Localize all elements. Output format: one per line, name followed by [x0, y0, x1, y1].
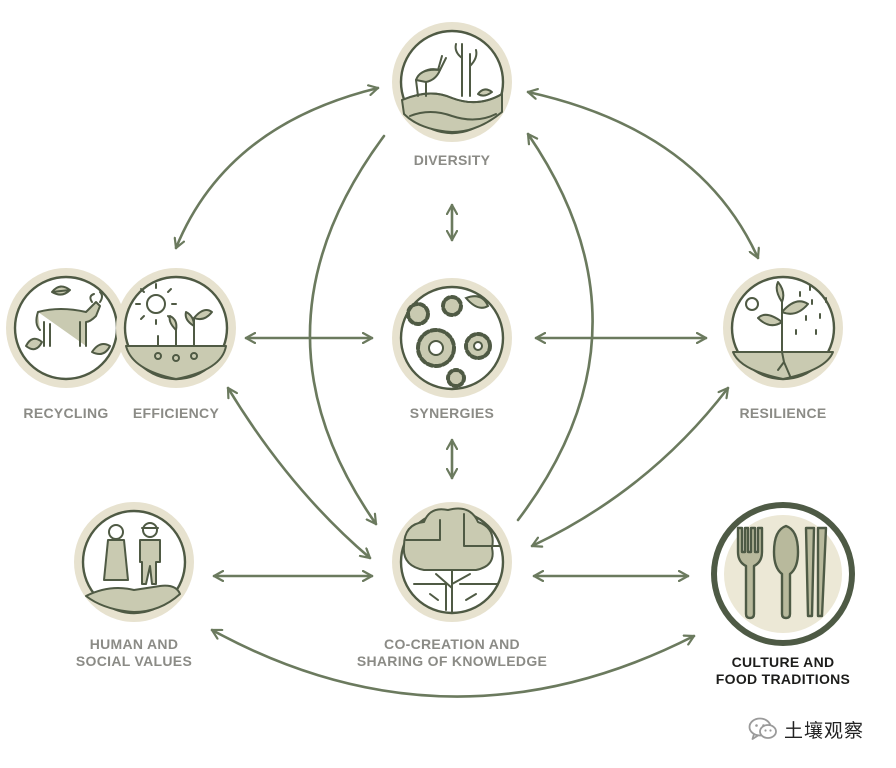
arrow-efficiency-co-creation — [226, 386, 372, 560]
node-efficiency — [116, 268, 236, 388]
arrow-co-creation-resilience — [530, 386, 730, 546]
label-diversity-line-1: DIVERSITY — [413, 152, 491, 168]
people-hand-icon — [85, 522, 181, 613]
node-synergies — [392, 278, 512, 398]
label-synergies: SYNERGIES — [382, 405, 522, 422]
arrow-diversity-resilience — [526, 92, 758, 260]
label-resilience: RESILIENCE — [713, 405, 853, 422]
sun-seedlings-icon — [125, 283, 227, 380]
cow-leaves-icon — [25, 285, 111, 355]
label-human-social-values: HUMAN AND SOCIAL VALUES — [54, 636, 214, 670]
wechat-icon — [748, 717, 777, 740]
node-resilience — [723, 268, 843, 388]
arrow-diversity-recycling — [176, 88, 380, 250]
label-efficiency: EFFICIENCY — [118, 405, 234, 422]
watermark-text: 土壤观察 — [784, 719, 865, 742]
label-co-creation: CO-CREATION AND SHARING OF KNOWLEDGE — [336, 636, 568, 670]
label-co-creation-line-1: CO-CREATION AND — [384, 636, 520, 652]
node-recycling — [6, 268, 126, 388]
label-synergies-line-1: SYNERGIES — [409, 405, 495, 421]
arrow-diversity-to-co-creation — [308, 134, 386, 526]
grazing-animal-wetland-icon — [401, 43, 503, 133]
gears-icon — [406, 295, 492, 388]
label-recycling: RECYCLING — [8, 405, 124, 422]
arrow-co-creation-to-diversity — [516, 132, 594, 522]
watermark: 土壤观察 — [748, 712, 864, 746]
node-co-creation — [392, 502, 512, 622]
node-diversity — [392, 22, 512, 142]
fork-spoon-chopsticks-icon — [736, 524, 828, 620]
label-recycling-line-1: RECYCLING — [23, 405, 109, 421]
node-human-social-values — [74, 502, 194, 622]
label-efficiency-line-1: EFFICIENCY — [132, 405, 220, 421]
label-diversity: DIVERSITY — [382, 152, 522, 169]
connectors — [176, 88, 758, 698]
label-culture-line-2: FOOD TRADITIONS — [715, 671, 851, 687]
label-co-creation-line-2: SHARING OF KNOWLEDGE — [356, 653, 548, 669]
arrow-human-culture — [210, 628, 696, 698]
label-human-line-2: SOCIAL VALUES — [75, 653, 193, 669]
label-human-line-1: HUMAN AND — [89, 636, 179, 652]
node-culture-food — [711, 502, 855, 646]
tree-puzzle-icon — [402, 507, 501, 613]
label-culture-line-1: CULTURE AND — [731, 654, 835, 670]
plant-rain-icon — [732, 281, 834, 380]
label-resilience-line-1: RESILIENCE — [739, 405, 827, 421]
label-culture-food: CULTURE AND FOOD TRADITIONS — [693, 654, 873, 688]
